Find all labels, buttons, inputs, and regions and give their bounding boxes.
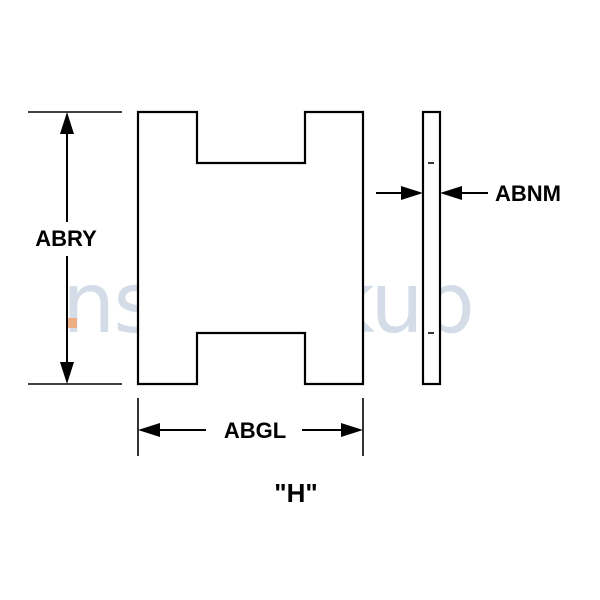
width-dimension: ABGL [137, 398, 364, 456]
width-arrow-right [341, 423, 363, 437]
height-arrow-up [60, 112, 74, 134]
h-shape-front-view [136, 110, 365, 386]
watermark-dot [68, 318, 77, 328]
height-arrow-down [60, 362, 74, 384]
thickness-arrow-left [440, 186, 462, 200]
thickness-label: ABNM [495, 181, 561, 206]
shape-label: "H" [274, 478, 317, 508]
thickness-dimension: ABNM [376, 181, 561, 206]
thickness-arrow-right [401, 186, 423, 200]
h-shape-side-view [421, 110, 442, 386]
height-label: ABRY [35, 226, 97, 251]
height-dimension: ABRY [28, 111, 122, 385]
width-label: ABGL [224, 418, 286, 443]
width-arrow-left [138, 423, 160, 437]
